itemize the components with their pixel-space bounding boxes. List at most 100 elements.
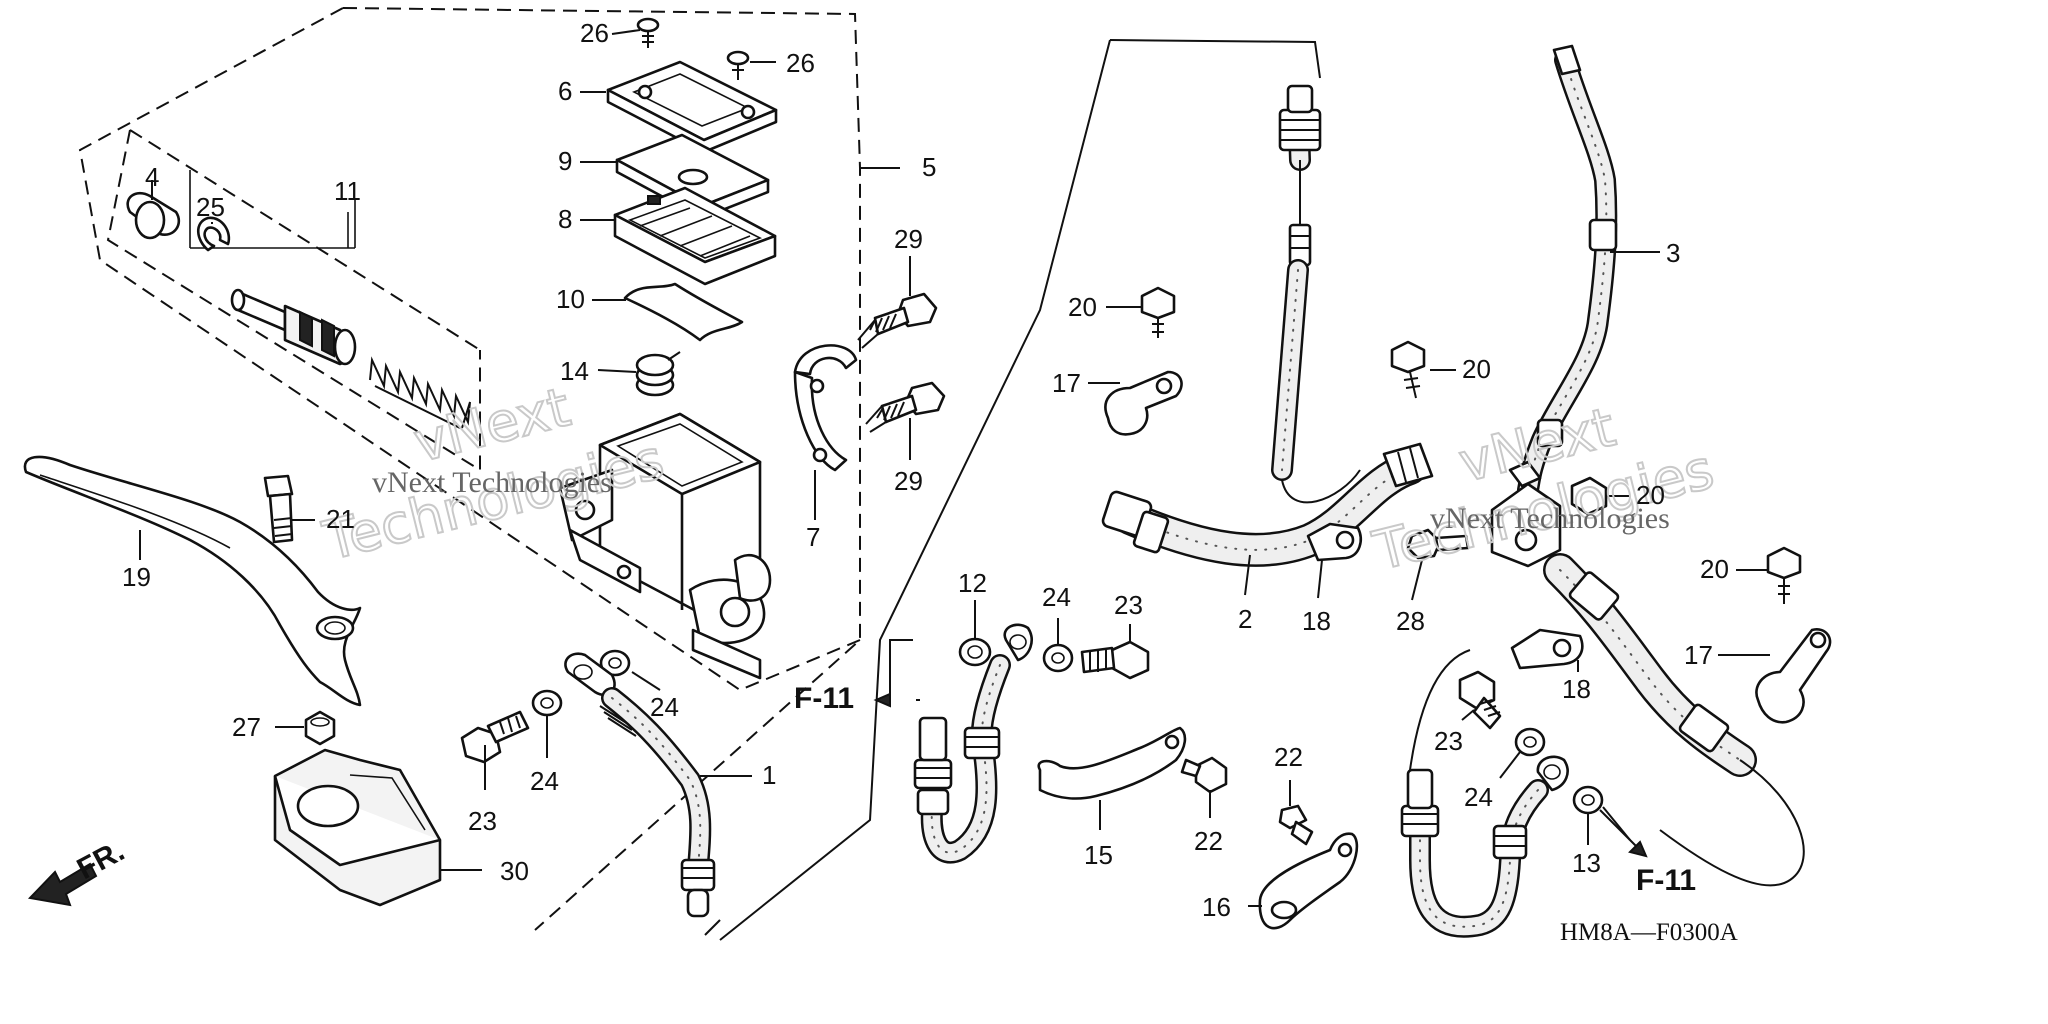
- bolt-20c: [1570, 476, 1608, 516]
- callout-20d: 20: [1700, 554, 1729, 584]
- piston-11: [230, 288, 357, 366]
- screw-26b: [726, 50, 750, 80]
- circlip-25: [196, 216, 231, 252]
- master-cylinder-group-outline: [78, 7, 900, 931]
- banjo-bolt-23a: [460, 710, 530, 764]
- callout-27: 27: [232, 712, 261, 742]
- diaphragm-8: [613, 186, 777, 286]
- bracket-17b: [1755, 628, 1832, 724]
- diagram-code: HM8A—F0300A: [1560, 919, 1738, 946]
- ref-arrow-f11-right: [1599, 809, 1648, 858]
- clip-18a: [1306, 522, 1362, 562]
- callout-20c: 20: [1636, 480, 1665, 510]
- bolt-20d: [1766, 546, 1802, 604]
- leader-lines: [139, 29, 1770, 907]
- front-direction-arrow: [27, 862, 98, 907]
- callout-5: 5: [922, 152, 936, 182]
- bolt-20a: [1140, 286, 1176, 338]
- brake-hose-1: [564, 652, 716, 918]
- svg-text:vNext Technologies: vNext Technologies: [1430, 502, 1670, 535]
- callout-11: 11: [334, 176, 361, 206]
- callout-29a: 29: [894, 224, 923, 254]
- bracket-17a: [1104, 370, 1183, 436]
- callout-14: 14: [560, 356, 589, 386]
- banjo-bolt-23b: [1080, 640, 1150, 680]
- callout-10: 10: [556, 284, 585, 314]
- callout-24b: 24: [650, 692, 679, 722]
- callout-22a: 22: [1194, 826, 1223, 856]
- master-cylinder-body: [558, 412, 772, 680]
- bracket-16: [1258, 832, 1359, 930]
- ref-arrow-f11-left: [873, 639, 913, 708]
- bolt-22b: [1278, 804, 1314, 846]
- callout-1: 1: [762, 760, 776, 790]
- callout-23c: 23: [1434, 726, 1463, 756]
- boot-4: [126, 191, 181, 240]
- bolt-29a: [857, 292, 938, 349]
- brake-hose-right: [1543, 553, 1805, 887]
- callout-4: 4: [145, 162, 159, 192]
- banjo-bolt-23c: [1458, 670, 1502, 730]
- washer-24c: [1042, 643, 1074, 673]
- reservoir-cap-6: [606, 60, 778, 154]
- callout-23a: 23: [468, 806, 497, 836]
- callout-24a: 24: [530, 766, 559, 796]
- bolt-20b: [1390, 340, 1426, 399]
- callout-26a: 26: [580, 18, 609, 48]
- callout-17b: 17: [1684, 640, 1713, 670]
- washer-24d: [1514, 727, 1546, 757]
- callout-20b: 20: [1462, 354, 1491, 384]
- pivot-bolt-21: [263, 474, 294, 544]
- callout-23b: 23: [1114, 590, 1143, 620]
- brake-hose-lower: [1400, 649, 1569, 938]
- washer-12: [958, 637, 992, 667]
- callouts: 26 26 6 9 8 10 14 5 7 29 29 4 25 11 21 1…: [122, 18, 1729, 922]
- callout-24c: 24: [1042, 582, 1071, 612]
- spring-11: [369, 356, 471, 429]
- callout-3: 3: [1666, 238, 1680, 268]
- ref-label-f11-right: F-11: [1636, 864, 1696, 897]
- callout-18b: 18: [1562, 674, 1591, 704]
- float-10: [623, 282, 744, 342]
- bracket-15: [1037, 726, 1187, 800]
- callout-13: 13: [1572, 848, 1601, 878]
- callout-26b: 26: [786, 48, 815, 78]
- callout-22b: 22: [1274, 742, 1303, 772]
- piston-kit-outline: [106, 129, 481, 472]
- callout-7: 7: [806, 522, 820, 552]
- hose-group-outline: [719, 39, 1321, 941]
- callout-15: 15: [1084, 840, 1113, 870]
- callout-18a: 18: [1302, 606, 1331, 636]
- screw-26a: [636, 17, 660, 48]
- svg-text:vNext Technologies: vNext Technologies: [372, 466, 612, 499]
- spring-14: [635, 351, 681, 397]
- callout-16: 16: [1202, 892, 1231, 922]
- callout-28: 28: [1396, 606, 1425, 636]
- washer-13: [1572, 785, 1604, 815]
- brake-lever-19: [23, 455, 362, 707]
- callout-21: 21: [326, 504, 355, 534]
- brake-hose-12: [913, 623, 1033, 864]
- callout-25: 25: [196, 192, 225, 222]
- brake-hose-3: [1517, 44, 1618, 501]
- switch-30: [273, 748, 442, 907]
- brake-hose-upper-center: [1271, 84, 1361, 504]
- bolt-22a: [1180, 756, 1228, 794]
- bolt-29b: [865, 381, 946, 433]
- washer-24a: [531, 689, 563, 717]
- nut-27: [304, 710, 336, 746]
- callout-2: 2: [1238, 604, 1252, 634]
- callout-17a: 17: [1052, 368, 1081, 398]
- bolt-28: [1406, 528, 1470, 560]
- callout-29b: 29: [894, 466, 923, 496]
- three-way-joint: [1490, 460, 1562, 568]
- callout-24d: 24: [1464, 782, 1493, 812]
- callout-12: 12: [958, 568, 987, 598]
- callout-19: 19: [122, 562, 151, 592]
- callout-20a: 20: [1068, 292, 1097, 322]
- callout-6: 6: [558, 76, 572, 106]
- plate-9: [615, 133, 770, 220]
- callout-8: 8: [558, 204, 572, 234]
